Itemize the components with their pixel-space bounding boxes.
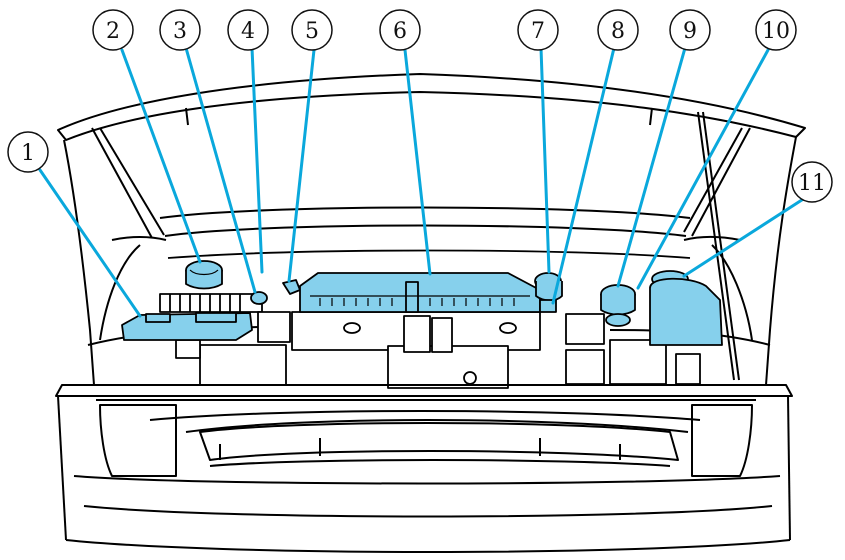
- air-intake-6: [299, 272, 541, 313]
- leader-line-6: [403, 48, 432, 276]
- callout-number-9: 9: [683, 19, 697, 44]
- callout-circle-4: [227, 9, 269, 51]
- callout-number-5: 5: [305, 19, 319, 44]
- highlighted-components: [121, 260, 723, 346]
- leader-line-8: [551, 46, 616, 305]
- callout-circle-3: [159, 9, 201, 51]
- callout-circle-9: [669, 9, 711, 51]
- callout-circle-10: [755, 9, 797, 51]
- hood: [57, 73, 806, 239]
- dipstick-handle-5: [282, 279, 301, 295]
- callout-number-10: 10: [762, 19, 790, 44]
- callout-number-7: 7: [531, 19, 545, 44]
- leader-line-7: [539, 46, 551, 274]
- callout-circle-6: [379, 9, 421, 51]
- callout-number-6: 6: [393, 19, 407, 44]
- leader-line-4: [250, 46, 264, 274]
- engine-bay: [159, 249, 701, 389]
- callout-number-1: 1: [21, 141, 35, 166]
- callout-circle-7: [517, 9, 559, 51]
- leader-line-11: [682, 194, 810, 278]
- leader-line-10: [636, 48, 770, 290]
- callout-circle-8: [597, 9, 639, 51]
- leader-line-9: [616, 46, 687, 288]
- callouts: [7, 9, 833, 203]
- callout-number-11: 11: [798, 171, 826, 196]
- callout-number-8: 8: [611, 19, 625, 44]
- callout-circle-5: [291, 9, 333, 51]
- hose-clamp-3: [250, 291, 268, 305]
- callout-number-2: 2: [106, 19, 120, 44]
- leader-line-1: [38, 168, 142, 318]
- callout-circle-2: [92, 9, 134, 51]
- leader-line-3: [184, 46, 257, 294]
- reservoir-9: [600, 284, 636, 327]
- leader-line-5: [287, 48, 316, 283]
- leader-lines: [38, 46, 810, 318]
- highlight-details: [189, 269, 530, 306]
- callout-circle-1: [7, 131, 49, 173]
- callout-circle-11: [791, 161, 833, 203]
- reservoir-cap-2: [185, 260, 223, 290]
- callout-labels: 1 2 3 4 5 6 7 8 9 10 11: [21, 19, 826, 196]
- battery: [121, 312, 253, 341]
- grille-bumper: [55, 384, 793, 553]
- callout-number-4: 4: [241, 19, 255, 44]
- leader-line-2: [120, 48, 202, 264]
- callout-number-3: 3: [173, 19, 187, 44]
- coolant-tank-11: [649, 270, 723, 346]
